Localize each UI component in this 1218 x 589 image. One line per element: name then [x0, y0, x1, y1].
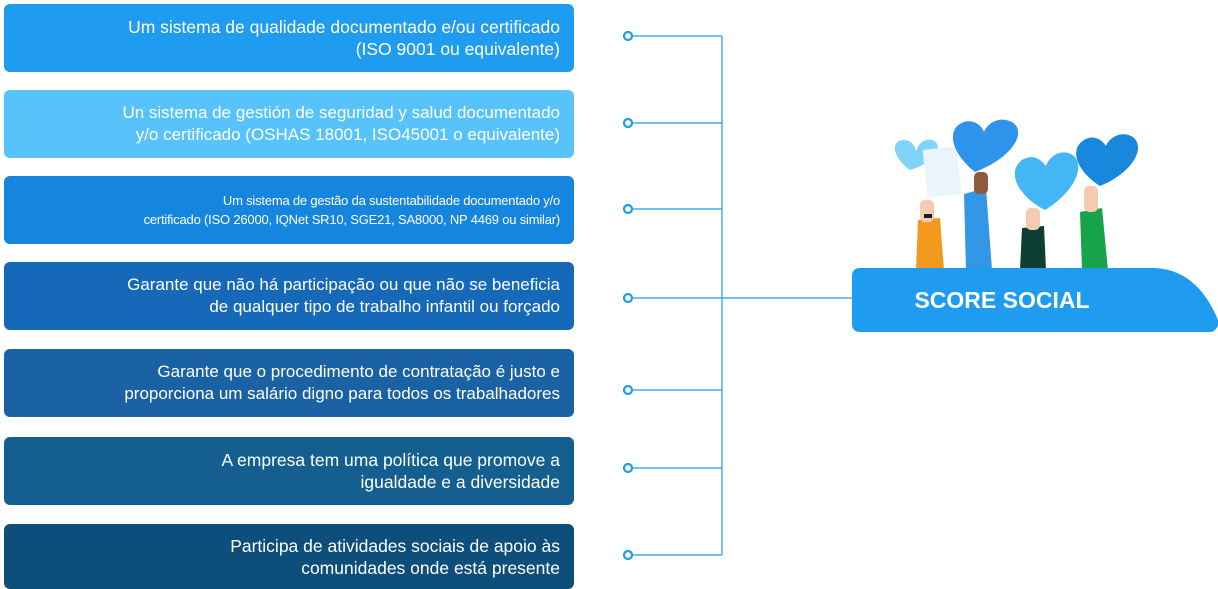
connector-node — [622, 549, 634, 561]
criterion-text: Um sistema de qualidade documentado e/ou… — [128, 17, 560, 59]
criterion-box-health-safety: Un sistema de gestión de seguridad y sal… — [4, 90, 574, 158]
connector-node — [622, 462, 634, 474]
criterion-text: Garante que o procedimento de contrataçã… — [124, 362, 560, 403]
criterion-text: A empresa tem uma política que promove a… — [221, 450, 560, 492]
criterion-box-quality: Um sistema de qualidade documentado e/ou… — [4, 4, 574, 72]
criterion-text: Participa de atividades sociais de apoio… — [230, 535, 560, 578]
criterion-text: Un sistema de gestión de seguridad y sal… — [122, 103, 560, 144]
connector-node — [622, 117, 634, 129]
connector-node — [622, 292, 634, 304]
connector-node — [622, 30, 634, 42]
criterion-box-child-labour: Garante que não há participação ou que n… — [4, 262, 574, 330]
hands-holding-hearts-icon — [894, 119, 1139, 270]
criterion-box-diversity: A empresa tem uma política que promove a… — [4, 437, 574, 505]
score-banner — [852, 268, 1218, 332]
score-title: SCORE SOCIAL — [914, 286, 1090, 313]
criterion-box-sustainability: Um sistema de gestão da sustentabilidade… — [4, 176, 574, 244]
criterion-text: Garante que não há participação ou que n… — [127, 275, 560, 316]
criterion-box-community: Participa de atividades sociais de apoio… — [4, 524, 574, 589]
criterion-box-fair-hiring: Garante que o procedimento de contrataçã… — [4, 349, 574, 417]
connector-node — [622, 384, 634, 396]
connector-node — [622, 203, 634, 215]
criterion-text: Um sistema de gestão da sustentabilidade… — [143, 193, 561, 227]
